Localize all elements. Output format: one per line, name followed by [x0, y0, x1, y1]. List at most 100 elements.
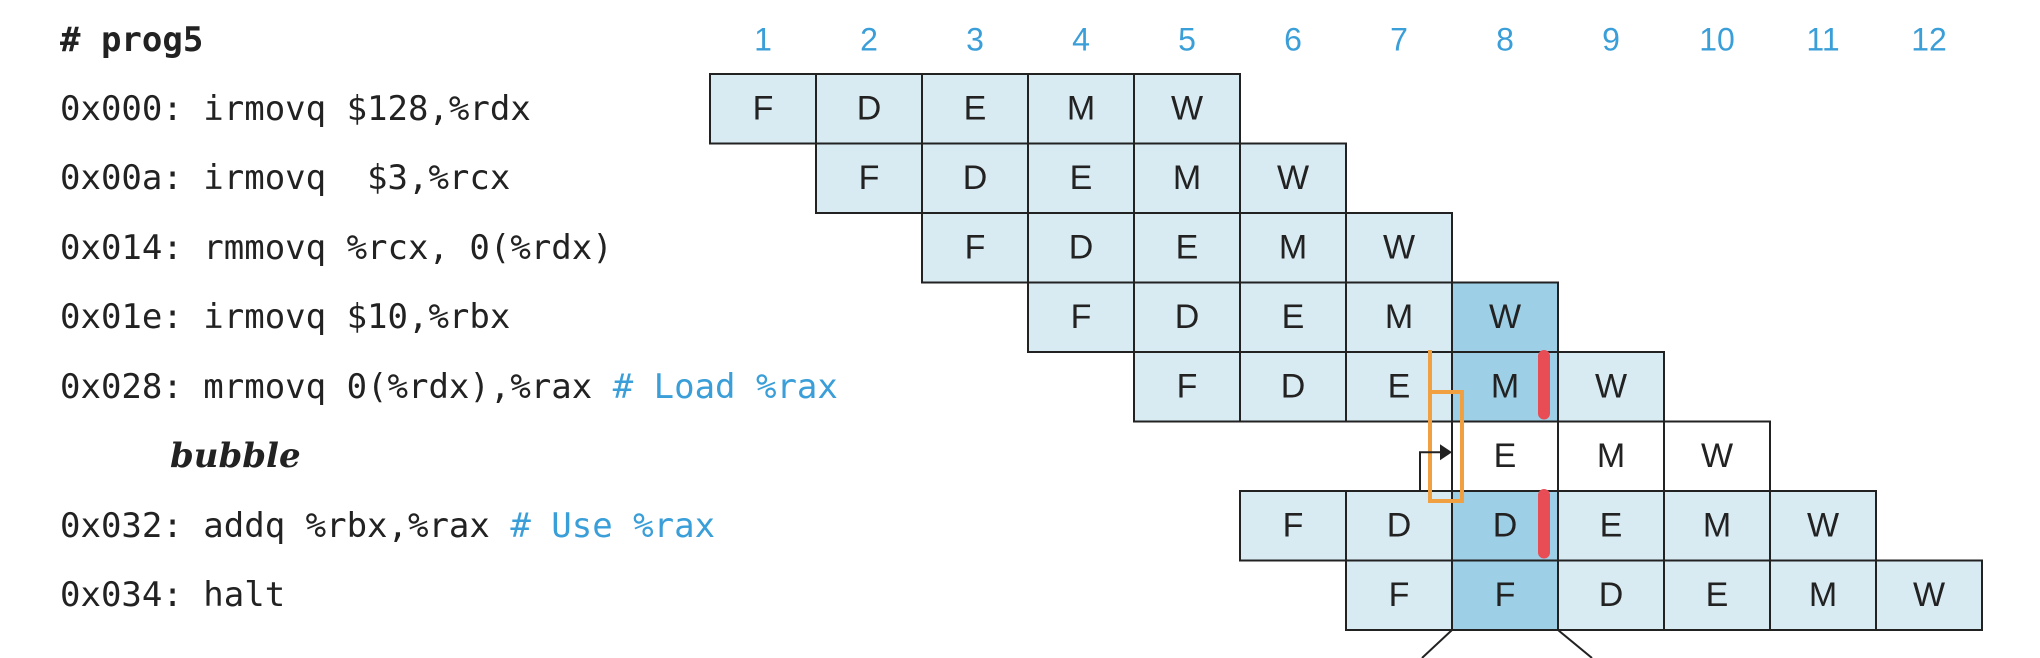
stage-label: F	[1389, 576, 1410, 614]
cycle-label: 1	[754, 21, 772, 57]
cycle-label: 2	[860, 21, 878, 57]
stage-label: W	[1277, 159, 1309, 197]
stage-label: F	[859, 159, 880, 197]
instruction-text: 0x014: rmmovq %rcx, 0(%rdx)	[60, 227, 613, 268]
stage-cell	[1557, 559, 1665, 631]
stage-label: M	[1491, 368, 1519, 406]
forward-arrow-head	[1440, 444, 1452, 461]
cycle-label: 11	[1806, 21, 1839, 57]
code-line: 0x032: addq %rbx,%rax # Use %rax	[60, 506, 715, 546]
callout-line-right	[1557, 629, 1593, 658]
stage-label: D	[1387, 507, 1412, 545]
stage-cell	[1133, 73, 1241, 145]
stage-label: E	[1706, 576, 1729, 614]
stage-cell	[1239, 212, 1347, 284]
stage-label: E	[1282, 298, 1305, 336]
stage-label: E	[1600, 507, 1623, 545]
cycle-label: 5	[1178, 21, 1196, 57]
stage-cell	[1133, 142, 1241, 214]
stage-cell	[709, 73, 817, 145]
stage-label: M	[1597, 437, 1625, 475]
cycle-label: 8	[1496, 21, 1514, 57]
stage-label: M	[1173, 159, 1201, 197]
cycle-label: 3	[966, 21, 984, 57]
stage-label: M	[1067, 90, 1095, 128]
stage-label: W	[1701, 437, 1733, 475]
stage-label: W	[1595, 368, 1627, 406]
stage-cell	[1557, 420, 1665, 492]
code-line: 0x014: rmmovq %rcx, 0(%rdx)	[60, 228, 613, 268]
cycle-label: 12	[1911, 21, 1947, 57]
code-line: 0x028: mrmovq 0(%rdx),%rax # Load %rax	[60, 367, 838, 407]
stage-label: W	[1807, 507, 1839, 545]
instruction-text: bubble	[170, 436, 301, 477]
stage-label: F	[1177, 368, 1198, 406]
stage-cell	[815, 73, 923, 145]
stage-label: F	[1071, 298, 1092, 336]
instruction-text: 0x00a: irmovq $3,%rcx	[60, 158, 511, 199]
stage-cell	[921, 212, 1029, 284]
stage-cell	[1769, 490, 1877, 562]
stage-label: D	[1069, 229, 1094, 267]
stage-label: W	[1171, 90, 1203, 128]
stage-cell	[1875, 559, 1983, 631]
cycle-label: 7	[1390, 21, 1408, 57]
stage-cell	[1451, 420, 1559, 492]
stage-cell	[1557, 351, 1665, 423]
code-line: 0x000: irmovq $128,%rdx	[60, 89, 531, 129]
stage-label: M	[1703, 507, 1731, 545]
stage-label: D	[857, 90, 882, 128]
forward-arrow-line	[1419, 451, 1442, 491]
stage-cell	[1663, 420, 1771, 492]
stage-cell	[1345, 351, 1453, 423]
stage-cell	[1133, 281, 1241, 353]
stage-label: F	[1495, 576, 1516, 614]
cycle-label: 9	[1602, 21, 1620, 57]
program-title: # prog5	[60, 20, 204, 60]
stage-label: F	[965, 229, 986, 267]
stage-label: E	[1070, 159, 1093, 197]
cycle-label: 10	[1699, 21, 1735, 57]
stage-cell	[1133, 351, 1241, 423]
stage-cell	[1451, 559, 1559, 631]
instruction-text: 0x000: irmovq $128,%rdx	[60, 88, 531, 129]
instruction-text: 0x01e: irmovq $10,%rbx	[60, 297, 511, 338]
stage-label: M	[1279, 229, 1307, 267]
stage-label: F	[753, 90, 774, 128]
stage-cell	[1027, 142, 1135, 214]
forward-path-box	[1428, 390, 1464, 503]
stage-cell	[1345, 559, 1453, 631]
stage-label: W	[1489, 298, 1521, 336]
stage-cell	[1345, 212, 1453, 284]
code-line: 0x034: halt	[60, 575, 285, 615]
code-comment: # Load %rax	[612, 366, 838, 407]
stage-label: E	[1388, 368, 1411, 406]
cycle-label: 4	[1072, 21, 1090, 57]
code-line: 0x00a: irmovq $3,%rcx	[60, 158, 510, 198]
stage-cell	[921, 142, 1029, 214]
stage-label: D	[963, 159, 988, 197]
stage-label: D	[1281, 368, 1306, 406]
stage-label: D	[1493, 507, 1518, 545]
stage-label: F	[1283, 507, 1304, 545]
stage-label: E	[1176, 229, 1199, 267]
stage-label: D	[1175, 298, 1200, 336]
stage-label: E	[1494, 437, 1517, 475]
stage-label: W	[1913, 576, 1945, 614]
stage-cell	[815, 142, 923, 214]
stage-cell	[1769, 559, 1877, 631]
stage-cell	[1663, 490, 1771, 562]
instruction-text: 0x028: mrmovq 0(%rdx),%rax	[60, 366, 613, 407]
stage-cell	[1451, 281, 1559, 353]
stage-label: M	[1385, 298, 1413, 336]
cycle-label: 6	[1284, 21, 1302, 57]
callout-line-left	[1421, 629, 1453, 658]
